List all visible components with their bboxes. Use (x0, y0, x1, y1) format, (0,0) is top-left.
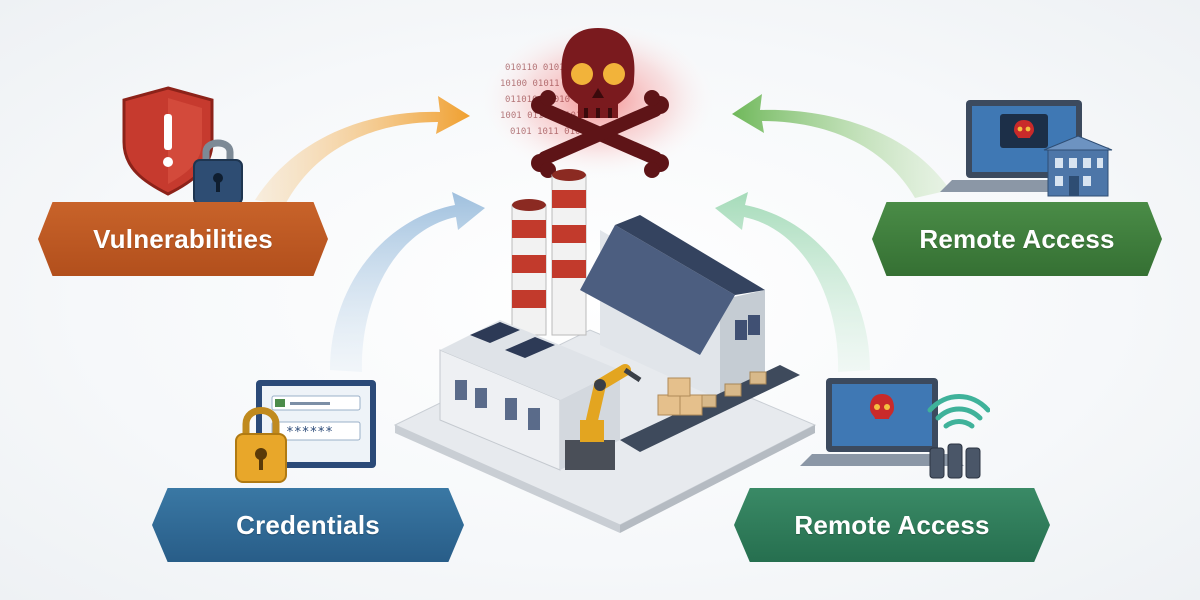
svg-text:0101 1011 0100 1011: 0101 1011 0100 1011 (510, 127, 613, 137)
arrow-blue (330, 192, 485, 372)
laptop-wireless-threat-icon (800, 378, 990, 479)
vulnerabilities-label: Vulnerabilities (38, 202, 328, 276)
svg-text:0110100 1010 011 0101: 0110100 1010 011 0101 (505, 95, 619, 105)
password-mask: ****** (286, 425, 333, 440)
credentials-label: Credentials (152, 488, 464, 562)
vulnerabilities-label-text: Vulnerabilities (93, 223, 273, 254)
svg-text:10100 01011 0110 1001: 10100 01011 0110 1001 (500, 79, 614, 89)
login-screen-icon: ****** (235, 380, 376, 483)
arrow-green (732, 94, 950, 198)
credentials-label-text: Credentials (236, 509, 380, 540)
arrow-orange (255, 96, 470, 205)
remote-access-label-top-text: Remote Access (919, 223, 1115, 254)
laptop-threat-icon (940, 100, 1113, 197)
shield-warning-icon (122, 86, 243, 205)
remote-access-label-bottom-text: Remote Access (794, 509, 990, 540)
arrow-teal (715, 192, 870, 372)
remote-access-label-bottom: Remote Access (734, 488, 1050, 562)
remote-access-label-top: Remote Access (872, 202, 1162, 276)
svg-text:010110 0101100 1010: 010110 0101100 1010 (505, 63, 608, 73)
